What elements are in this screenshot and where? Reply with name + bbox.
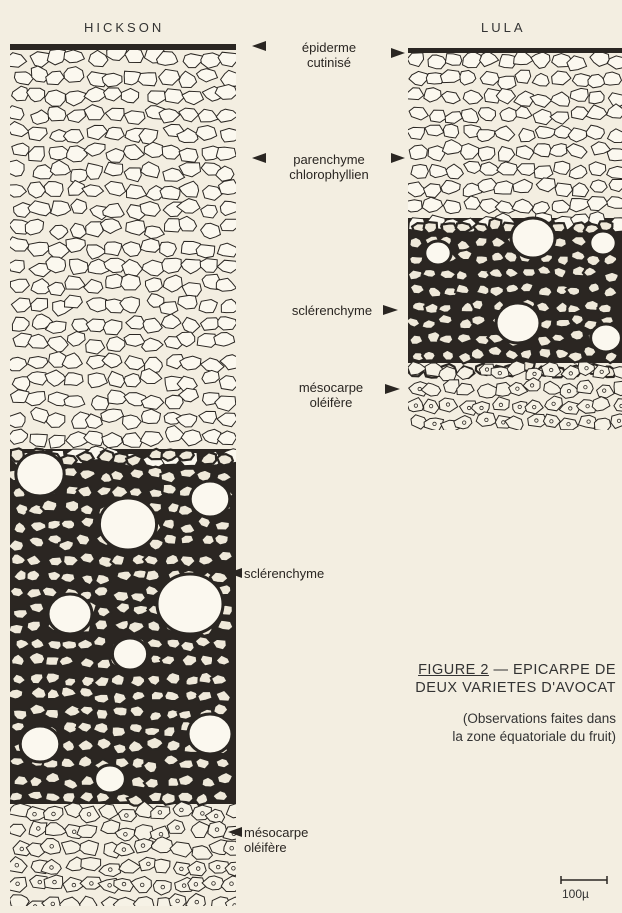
arrow-right-icon (383, 305, 398, 315)
scale-bar-line (560, 874, 610, 886)
figure-note: (Observations faites dans la zone équato… (316, 710, 616, 746)
figure-caption-line1: FIGURE 2 — EPICARPE DE (316, 661, 616, 679)
label-sclerenchyme-hickson: sclérenchyme (244, 566, 364, 581)
arrow-right-icon (391, 153, 405, 163)
label-mesocarpe-lula: mésocarpe oléifère (278, 380, 384, 410)
label-parenchyme: parenchyme chlorophyllien (268, 152, 390, 182)
label-mesocarpe-hickson: mésocarpe oléifère (244, 825, 364, 855)
label-sclerenchyme-lula: sclérenchyme (282, 303, 382, 318)
arrow-left-icon (252, 153, 266, 163)
arrow-right-icon (391, 48, 405, 58)
scale-bar-label: 100µ (562, 887, 589, 901)
figure-reference: FIGURE 2 (418, 662, 489, 678)
label-epiderme: épiderme cutinisé (268, 40, 390, 70)
arrow-left-icon (252, 41, 266, 51)
figure-caption-line2: DEUX VARIETES D'AVOCAT (316, 679, 616, 697)
figure-caption: FIGURE 2 — EPICARPE DE DEUX VARIETES D'A… (316, 661, 616, 697)
arrow-right-icon (385, 384, 400, 394)
arrow-left-icon (228, 568, 242, 578)
arrow-left-icon (228, 827, 242, 837)
